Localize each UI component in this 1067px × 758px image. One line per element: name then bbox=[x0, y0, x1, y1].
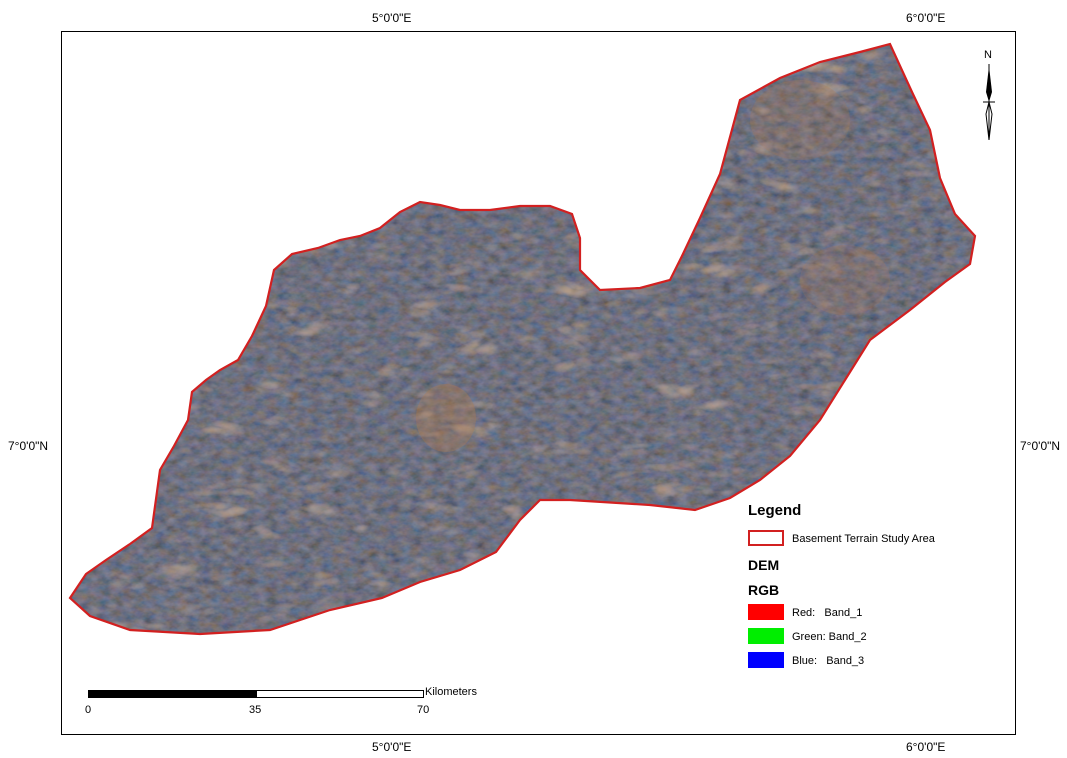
red-band-swatch bbox=[748, 604, 784, 620]
lon-label-bottom-6e: 6°0'0"E bbox=[906, 740, 946, 754]
north-arrow-icon bbox=[983, 64, 995, 141]
study-area-boundary bbox=[68, 42, 977, 636]
e-highland-relief bbox=[800, 245, 890, 315]
scale-bar-segment-empty bbox=[256, 690, 424, 698]
lat-label-left-7n: 7°0'0"N bbox=[8, 439, 49, 453]
scale-tick-35: 35 bbox=[249, 704, 262, 716]
ne-highland-relief bbox=[750, 80, 850, 160]
rgb-label: RGB bbox=[748, 582, 780, 598]
green-band-swatch bbox=[748, 628, 784, 644]
scale-tick-0: 0 bbox=[85, 704, 92, 716]
blue-band-swatch bbox=[748, 652, 784, 668]
lon-label-top-6e: 6°0'0"E bbox=[906, 11, 946, 25]
inselberg-relief bbox=[416, 384, 476, 452]
study-area-swatch bbox=[748, 530, 784, 546]
legend: Legend Basement Terrain Study Area DEM R… bbox=[742, 496, 992, 686]
green-band-label: Green: Band_2 bbox=[792, 631, 867, 643]
lon-label-bottom-5e: 5°0'0"E bbox=[372, 740, 412, 754]
lat-label-right-7n: 7°0'0"N bbox=[1020, 439, 1061, 453]
red-band-label: Red: Band_1 bbox=[792, 607, 863, 619]
scale-bar-segment-filled bbox=[88, 690, 256, 698]
dem-label: DEM bbox=[748, 557, 780, 573]
north-label: N bbox=[984, 49, 992, 61]
map-frame bbox=[61, 31, 1016, 735]
scale-tick-70: 70 bbox=[417, 704, 430, 716]
blue-band-label: Blue: Band_3 bbox=[792, 655, 865, 667]
study-area-label: Basement Terrain Study Area bbox=[792, 533, 935, 545]
lon-label-top-5e: 5°0'0"E bbox=[372, 11, 412, 25]
legend-title: Legend bbox=[748, 502, 802, 519]
north-arrow: N bbox=[975, 49, 1003, 141]
scale-bar-unit: Kilometers bbox=[425, 686, 477, 698]
